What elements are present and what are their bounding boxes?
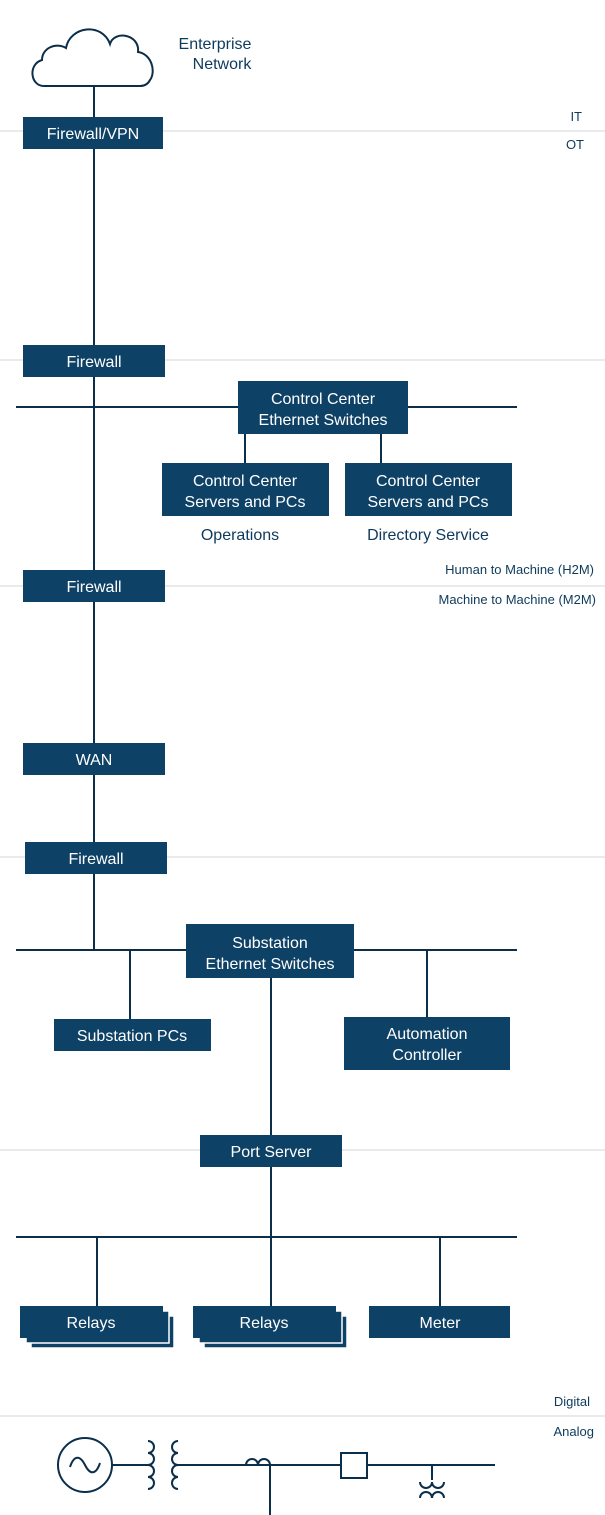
- node-cc-switches-line2: Ethernet Switches: [259, 412, 388, 429]
- caption-directory-service: Directory Service: [367, 527, 489, 544]
- node-relays-2-label: Relays: [240, 1315, 289, 1332]
- cloud-icon: [31, 28, 154, 87]
- breaker-icon: [340, 1452, 368, 1479]
- node-firewall-vpn: Firewall/VPN: [23, 117, 163, 149]
- node-sub-switches-line1: Substation: [232, 935, 308, 952]
- node-meter-label: Meter: [420, 1315, 462, 1332]
- zone-label-digital: Digital: [554, 1394, 590, 1409]
- node-cc-servers-operations: Control Center Servers and PCs: [162, 463, 329, 516]
- zone-label-it: IT: [570, 109, 582, 124]
- node-firewall-3-label: Firewall: [68, 851, 123, 868]
- node-relays-1: Relays: [20, 1306, 175, 1349]
- node-cc-switches-line1: Control Center: [271, 391, 376, 408]
- node-automation-controller: Automation Controller: [344, 1017, 510, 1070]
- node-meter: Meter: [369, 1306, 510, 1338]
- cloud-label-line1: Enterprise: [179, 36, 252, 53]
- current-transformer-icon: [245, 1458, 271, 1515]
- node-cc-servers-directory: Control Center Servers and PCs: [345, 463, 512, 516]
- node-relays-2: Relays: [193, 1306, 348, 1349]
- node-wan-label: WAN: [76, 752, 113, 769]
- node-automation-line1: Automation: [387, 1026, 468, 1043]
- node-port-server: Port Server: [200, 1135, 342, 1167]
- node-sub-switches-line2: Ethernet Switches: [206, 956, 335, 973]
- zone-label-analog: Analog: [554, 1424, 594, 1439]
- cloud-label-line2: Network: [193, 56, 253, 73]
- node-cc-ethernet-switches: Control Center Ethernet Switches: [238, 381, 408, 434]
- zone-label-h2m: Human to Machine (H2M): [445, 562, 594, 577]
- generator-icon: [57, 1437, 113, 1493]
- zone-label-ot: OT: [566, 137, 584, 152]
- node-firewall-vpn-label: Firewall/VPN: [47, 126, 139, 143]
- node-substation-pcs: Substation PCs: [54, 1019, 211, 1051]
- node-relays-1-label: Relays: [67, 1315, 116, 1332]
- node-firewall-1-label: Firewall: [66, 354, 121, 371]
- node-wan: WAN: [23, 743, 165, 775]
- node-port-server-label: Port Server: [231, 1144, 313, 1161]
- transformer-icon: [147, 1440, 179, 1490]
- zone-label-m2m: Machine to Machine (M2M): [439, 592, 597, 607]
- node-firewall-2: Firewall: [23, 570, 165, 602]
- node-cc-servers-dir-line2: Servers and PCs: [368, 494, 489, 511]
- node-firewall-1: Firewall: [23, 345, 165, 377]
- node-firewall-3: Firewall: [25, 842, 167, 874]
- node-cc-servers-dir-line1: Control Center: [376, 473, 481, 490]
- node-cc-servers-ops-line1: Control Center: [193, 473, 298, 490]
- connections: [16, 86, 517, 1306]
- node-substation-ethernet-switches: Substation Ethernet Switches: [186, 924, 354, 978]
- node-cc-servers-ops-line2: Servers and PCs: [185, 494, 306, 511]
- node-automation-line2: Controller: [392, 1047, 462, 1064]
- voltage-transformer-icon: [419, 1465, 445, 1499]
- caption-operations: Operations: [201, 527, 279, 544]
- node-substation-pcs-label: Substation PCs: [77, 1028, 187, 1045]
- node-firewall-2-label: Firewall: [66, 579, 121, 596]
- analog-one-line: [57, 1437, 495, 1515]
